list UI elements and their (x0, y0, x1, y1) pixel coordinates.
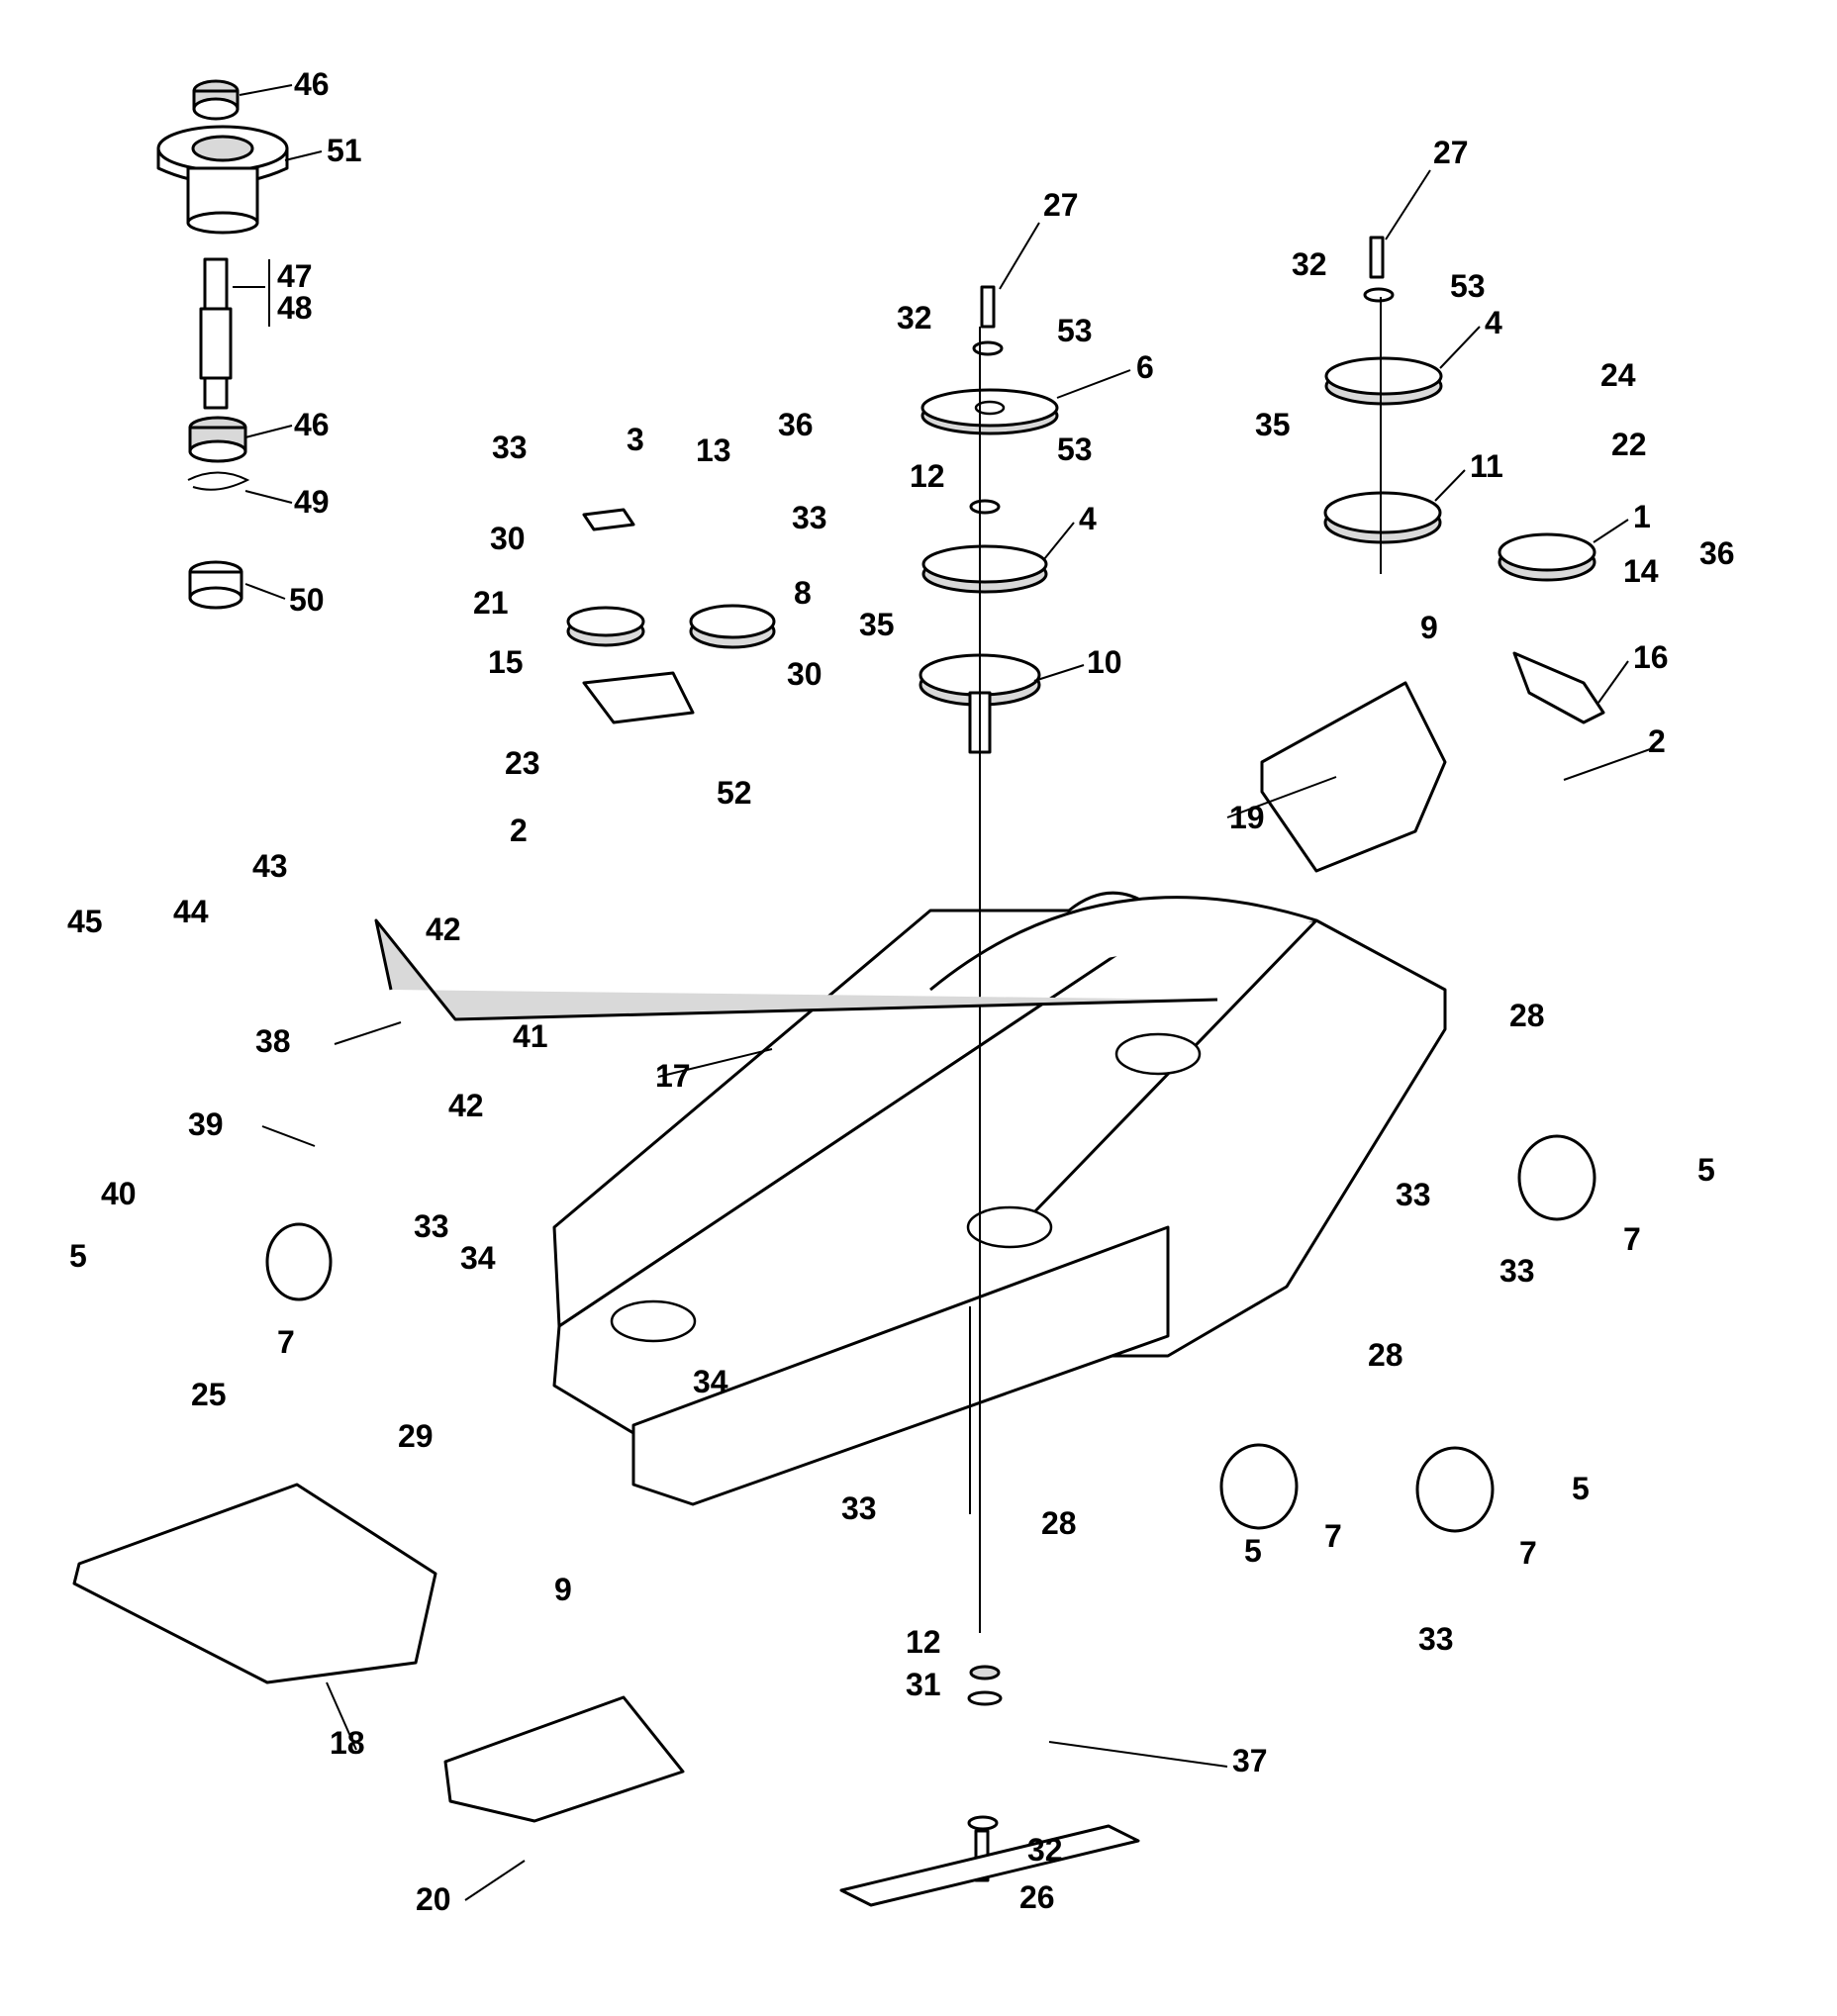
label-part-36: 36 (778, 407, 814, 442)
label-part-30: 30 (787, 656, 822, 692)
label-part-43: 43 (252, 848, 288, 884)
label-part-33: 33 (792, 500, 827, 535)
label-part-33: 33 (1499, 1253, 1535, 1289)
label-part-33: 33 (841, 1490, 877, 1526)
label-part-31: 31 (906, 1667, 941, 1702)
label-part-24: 24 (1600, 357, 1636, 393)
label-part-51: 51 (327, 133, 362, 168)
label-part-4: 4 (1079, 501, 1097, 536)
label-part-52: 52 (717, 775, 752, 811)
label-part-5: 5 (1244, 1533, 1262, 1569)
label-part-37: 37 (1232, 1743, 1268, 1778)
label-part-26: 26 (1019, 1879, 1055, 1915)
label-part-30: 30 (490, 521, 526, 556)
label-part-53: 53 (1057, 432, 1093, 467)
label-part-46: 46 (294, 66, 330, 102)
label-part-39: 39 (188, 1106, 224, 1142)
label-part-53: 53 (1057, 313, 1093, 348)
label-part-35: 35 (1255, 407, 1291, 442)
spindle-assembly-inset (156, 79, 289, 610)
label-part-20: 20 (416, 1881, 451, 1917)
wheels-and-shields (72, 681, 1596, 1907)
label-part-7: 7 (277, 1324, 295, 1360)
label-part-21: 21 (473, 585, 509, 621)
label-part-44: 44 (173, 894, 209, 929)
mower-deck-housing (552, 891, 1447, 1514)
label-part-10: 10 (1087, 644, 1122, 680)
label-part-14: 14 (1623, 553, 1659, 589)
label-part-38: 38 (255, 1023, 291, 1059)
label-part-9: 9 (554, 1572, 572, 1607)
label-part-7: 7 (1623, 1221, 1641, 1257)
label-part-28: 28 (1041, 1505, 1077, 1541)
label-part-47: 47 (277, 258, 313, 294)
label-part-8: 8 (794, 575, 812, 611)
label-part-33: 33 (492, 430, 528, 465)
label-part-25: 25 (191, 1377, 227, 1412)
label-part-2: 2 (1648, 723, 1666, 759)
label-part-34: 34 (693, 1364, 728, 1399)
label-part-32: 32 (1292, 246, 1327, 282)
label-part-28: 28 (1509, 998, 1545, 1033)
label-part-11: 11 (1470, 448, 1503, 484)
label-part-33: 33 (1418, 1621, 1454, 1657)
label-part-28: 28 (1368, 1337, 1403, 1373)
label-part-35: 35 (859, 607, 895, 642)
label-part-45: 45 (67, 904, 103, 939)
label-part-46: 46 (294, 407, 330, 442)
label-part-32: 32 (1027, 1832, 1063, 1868)
label-part-9: 9 (1420, 610, 1438, 645)
label-part-27: 27 (1433, 135, 1469, 170)
right-pulley-stack (1323, 236, 1605, 724)
label-part-48: 48 (277, 290, 313, 326)
label-part-42: 42 (448, 1088, 484, 1123)
label-part-33: 33 (414, 1208, 449, 1244)
center-pulley-stack (918, 285, 1059, 1882)
label-part-16: 16 (1633, 639, 1669, 675)
label-part-42: 42 (426, 912, 461, 947)
label-part-27: 27 (1043, 187, 1079, 223)
label-part-23: 23 (505, 745, 540, 781)
label-part-1: 1 (1633, 499, 1651, 534)
label-part-40: 40 (101, 1176, 137, 1211)
leader-lines (239, 84, 1654, 1901)
label-part-5: 5 (1697, 1152, 1715, 1188)
label-part-12: 12 (906, 1624, 941, 1660)
label-part-36: 36 (1699, 535, 1735, 571)
label-part-2: 2 (510, 813, 528, 848)
label-part-5: 5 (1572, 1471, 1590, 1506)
label-part-33: 33 (1396, 1177, 1431, 1212)
label-part-6: 6 (1136, 349, 1154, 385)
label-part-50: 50 (289, 582, 325, 618)
label-part-7: 7 (1519, 1535, 1537, 1571)
label-part-5: 5 (69, 1238, 87, 1274)
label-part-41: 41 (513, 1018, 548, 1054)
label-part-29: 29 (398, 1418, 434, 1454)
label-part-12: 12 (910, 458, 945, 494)
label-part-22: 22 (1611, 427, 1647, 462)
label-part-34: 34 (460, 1240, 496, 1276)
label-part-7: 7 (1324, 1518, 1342, 1554)
label-part-15: 15 (488, 644, 524, 680)
label-part-4: 4 (1485, 305, 1502, 340)
label-part-32: 32 (897, 300, 932, 336)
label-part-49: 49 (294, 484, 330, 520)
left-idler-assembly (566, 508, 776, 724)
label-part-13: 13 (696, 432, 731, 468)
label-part-53: 53 (1450, 268, 1486, 304)
label-part-3: 3 (627, 422, 644, 457)
part-number-labels: 46 51 47 48 46 49 50 33 3 13 36 33 30 21… (67, 66, 1735, 1917)
